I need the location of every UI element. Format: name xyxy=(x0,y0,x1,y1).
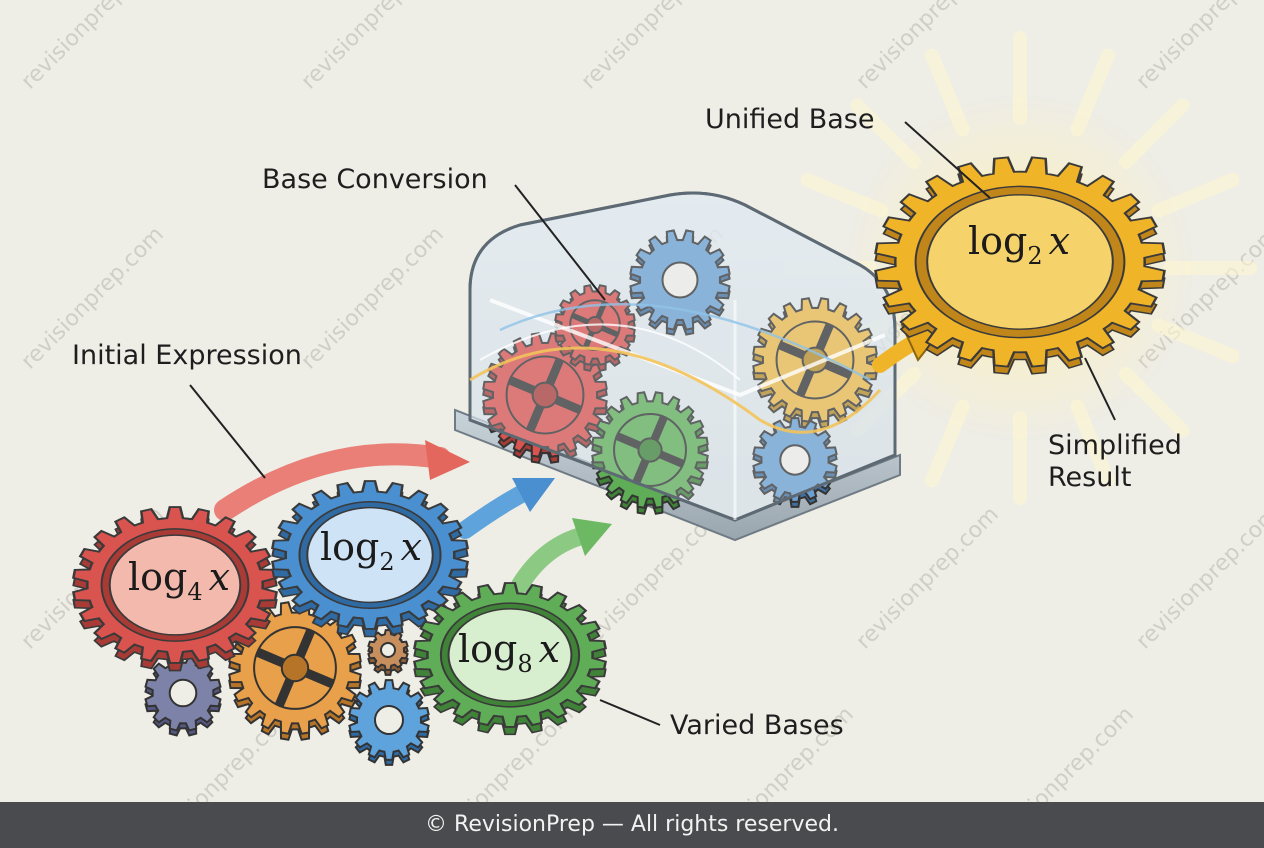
label-base-conversion: Base Conversion xyxy=(262,164,488,195)
leader-base-conversion xyxy=(514,184,606,301)
blue-arrow-head xyxy=(512,478,555,512)
red-input-arrow xyxy=(214,443,451,521)
watermark-text: revisionprep.com xyxy=(1132,502,1264,654)
leader-initial-expression xyxy=(189,384,266,479)
blue-input-arrow xyxy=(456,483,534,539)
copyright-text: © RevisionPrep — All rights reserved. xyxy=(425,812,839,837)
green-arrow-head xyxy=(572,518,612,556)
watermark-text: revisionprep.com xyxy=(17,0,169,94)
red-arrow-head xyxy=(425,440,470,480)
watermark-text: revisionprep.com xyxy=(852,502,1004,654)
inner-green-gear xyxy=(591,391,709,515)
conversion-box xyxy=(454,191,901,542)
blue-small-gear xyxy=(348,679,430,766)
watermark-text: revisionprep.com xyxy=(297,0,449,94)
gear-log8 xyxy=(413,582,607,736)
label-unified-base: Unified Base xyxy=(705,104,875,135)
watermark-text: revisionprep.com xyxy=(852,0,1004,94)
purple-small-gear xyxy=(144,654,222,737)
label-varied-bases: Varied Bases xyxy=(670,710,844,741)
leader-lines xyxy=(189,121,1116,726)
small-gears xyxy=(144,601,430,766)
gear-result xyxy=(874,156,1166,375)
gear-log2-shape xyxy=(271,480,469,638)
watermark-text: revisionprep.com xyxy=(297,222,449,374)
green-input-arrow xyxy=(511,526,594,594)
glow-rays xyxy=(783,31,1257,505)
watermark-text: revisionprep.com xyxy=(577,0,729,94)
watermark-text: revisionprep.com xyxy=(1132,0,1264,94)
gear-log8-shape xyxy=(413,582,607,736)
leader-varied-bases xyxy=(599,699,661,726)
label-initial-expression: Initial Expression xyxy=(72,340,302,371)
gear-log4-shape xyxy=(72,506,278,672)
gear-log4 xyxy=(72,506,278,672)
gear-log2 xyxy=(271,480,469,638)
label-simplified-result: Simplified Result xyxy=(1048,430,1182,494)
footer-bar: © RevisionPrep — All rights reserved. xyxy=(0,802,1264,848)
gear-result-shape xyxy=(874,156,1166,375)
leader-simplified-result xyxy=(1084,357,1116,421)
leader-unified-base xyxy=(904,121,991,199)
